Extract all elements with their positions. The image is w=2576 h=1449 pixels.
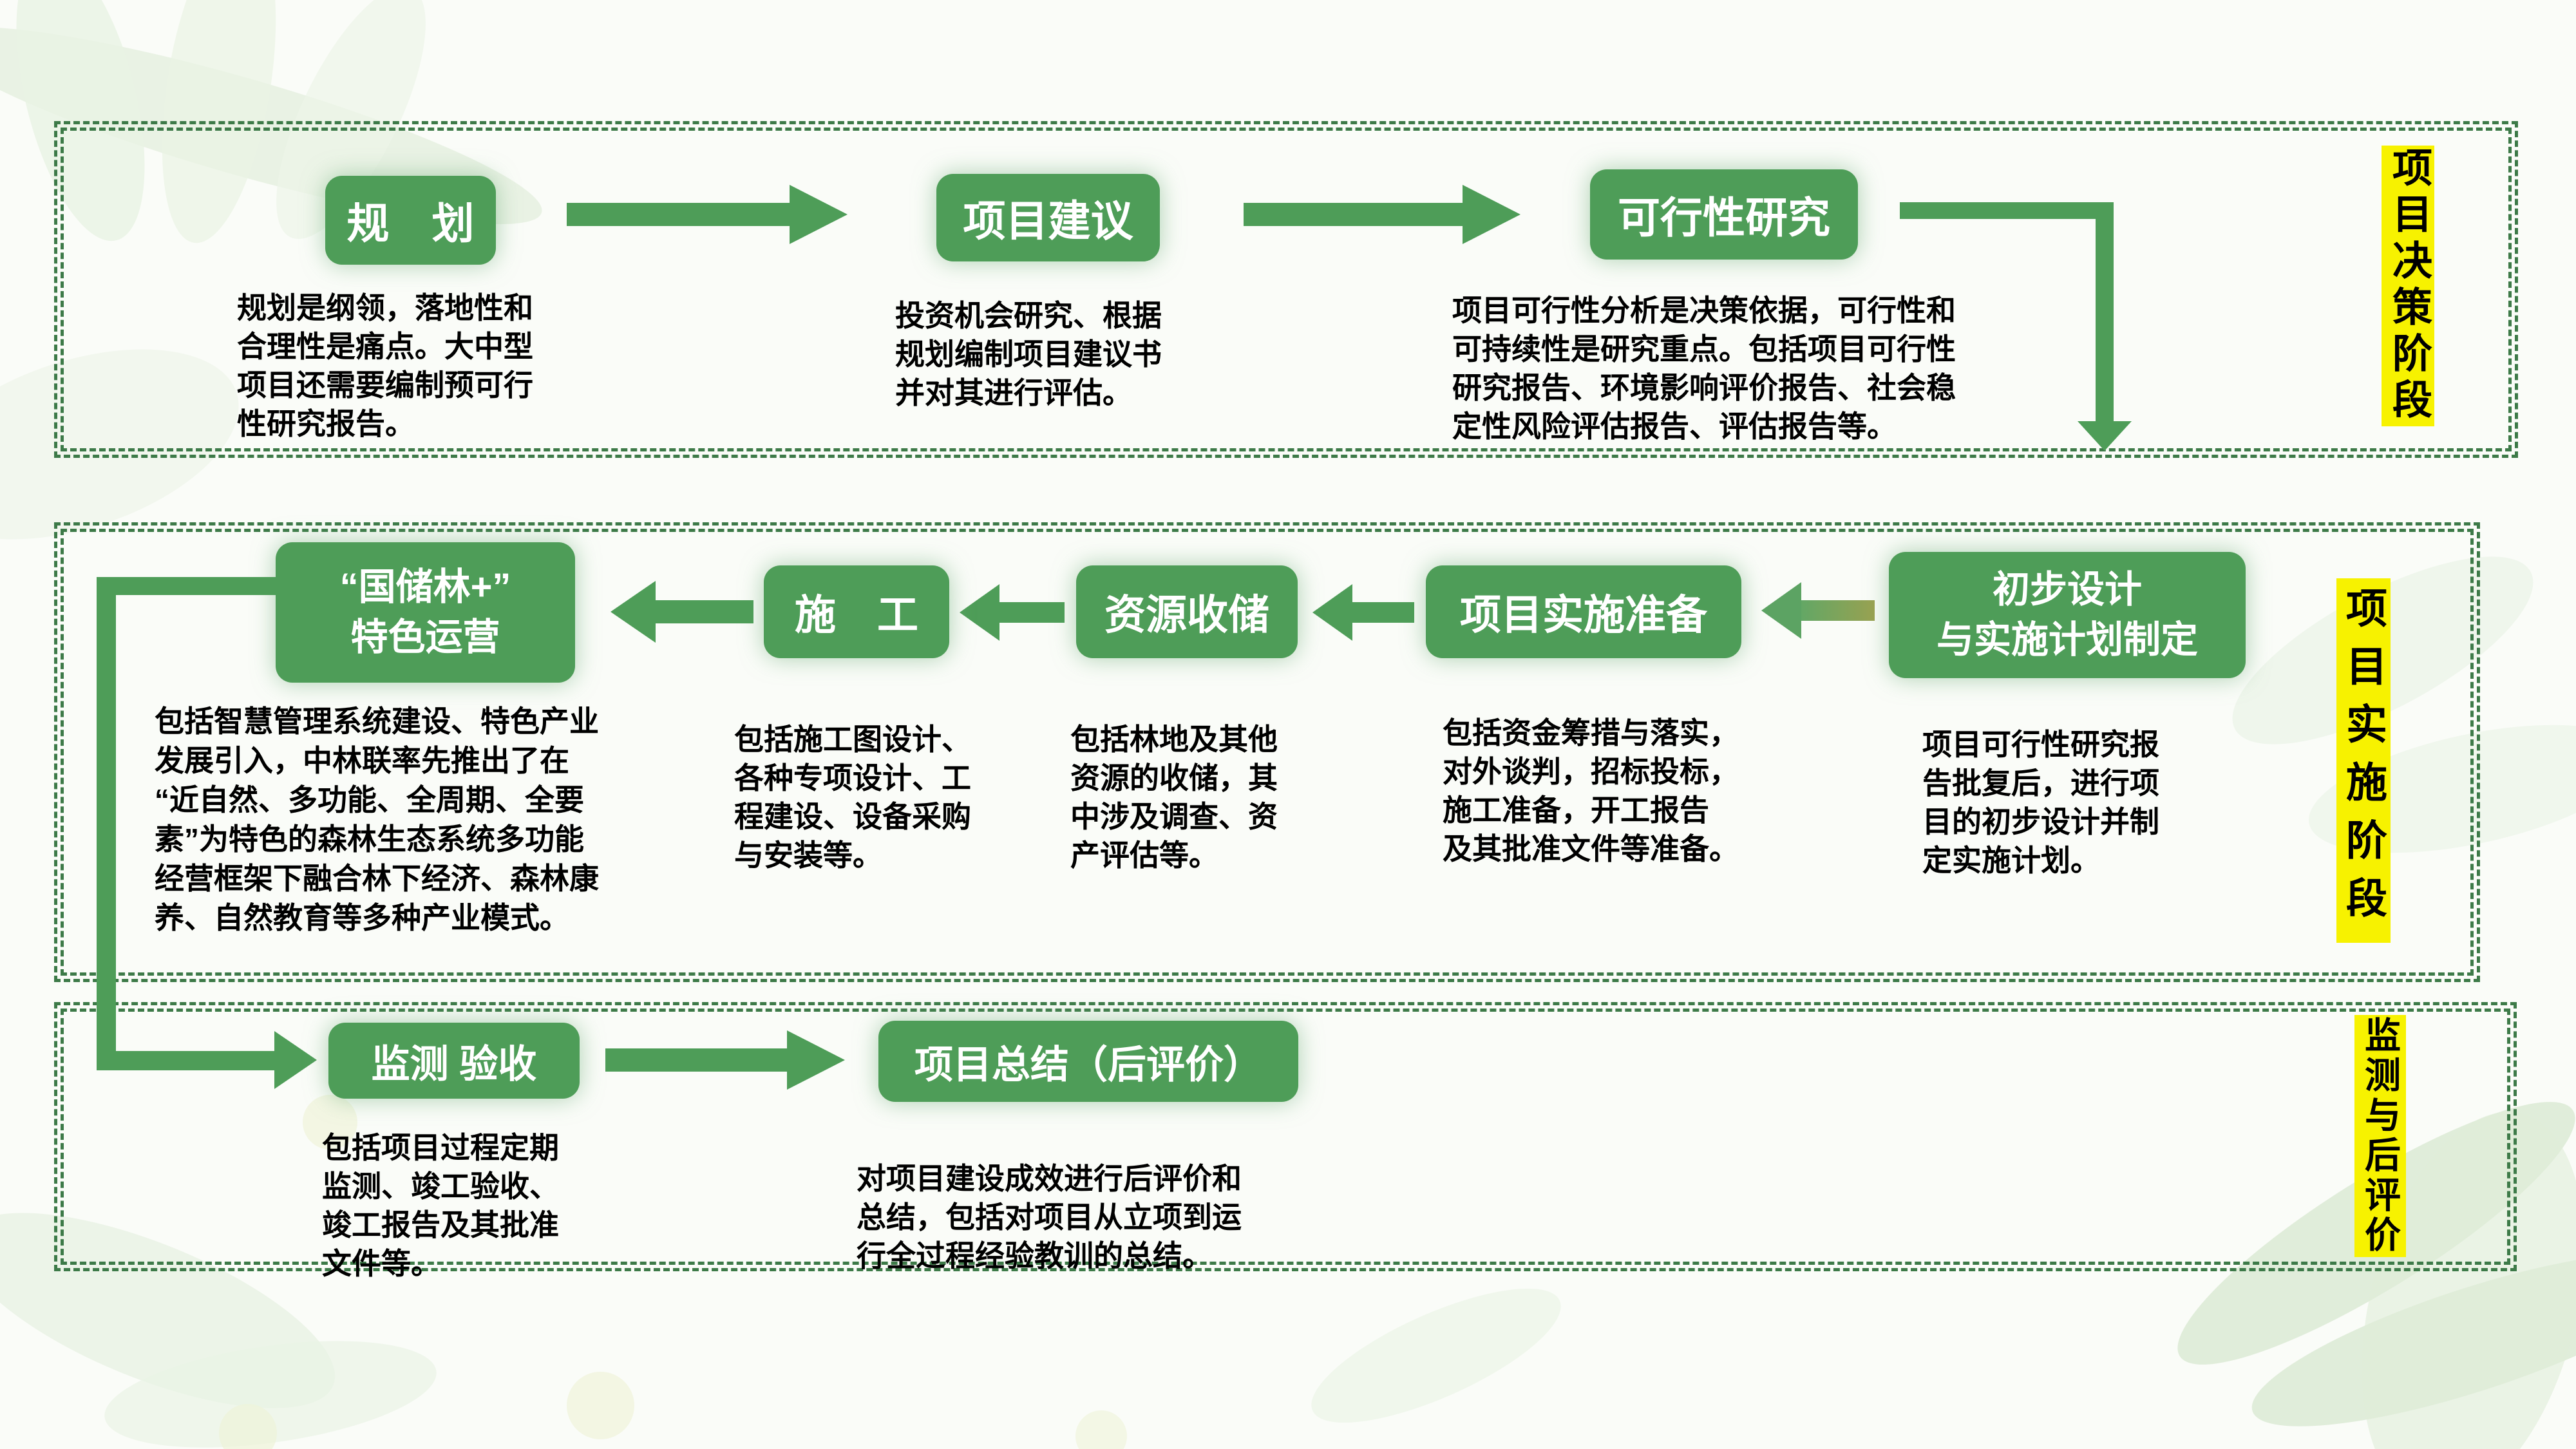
arrow-head — [1463, 185, 1520, 244]
desc-project-summary: 对项目建设成效进行后评价和 总结，包括对项目从立项到运 行全过程经验教训的总结。 — [857, 1162, 1242, 1273]
arrow-prep-to-storage — [1312, 584, 1414, 641]
step-box-project-proposal: 项目建议 — [936, 174, 1160, 261]
desc-preliminary-design: 项目可行性研究报 告批复后，进行项 目的初步设计并制 定实施计划。 — [1922, 728, 2159, 877]
arrow-shaft — [567, 203, 790, 226]
step-box-forest-operation: “国储林+” 特色运营 — [276, 542, 575, 683]
stage-label-monitoring: 监测与后评价 — [2354, 1015, 2406, 1257]
desc-project-proposal: 投资机会研究、根据 规划编制项目建议书 并对其进行评估。 — [895, 299, 1162, 410]
stage-label-implementation: 项目实施阶段 — [2336, 578, 2391, 943]
step-box-feasibility-study: 可行性研究 — [1590, 169, 1858, 260]
arrow-shaft — [1801, 600, 1875, 621]
arrow-head — [1761, 582, 1801, 639]
arrow-design-to-prep — [1761, 582, 1875, 639]
desc-implementation-prep: 包括资金筹措与落实， 对外谈判，招标投标， 施工准备，开工报告 及其批准文件等准… — [1443, 716, 1739, 866]
arrow-shaft — [1244, 203, 1463, 226]
stage-label-decision: 项目决策阶段 — [2382, 146, 2434, 426]
desc-construction: 包括施工图设计、 各种专项设计、工 程建设、设备采购 与安装等。 — [734, 723, 971, 872]
step-box-planning: 规 划 — [325, 176, 496, 265]
arrow-head — [2078, 421, 2132, 451]
arrow-head — [611, 581, 656, 643]
desc-monitoring-acceptance: 包括项目过程定期 监测、竣工验收、 竣工报告及其批准 文件等。 — [322, 1131, 559, 1280]
elbow-arrow-operation-to-monitoring — [97, 577, 277, 595]
arrow-head — [960, 584, 999, 641]
desc-planning: 规划是纲领，落地性和 合理性是痛点。大中型 项目还需要编制预可行 性研究报告。 — [237, 291, 533, 440]
section-decision-stage — [54, 121, 2518, 458]
leaf-decoration — [567, 1372, 634, 1439]
step-box-preliminary-design: 初步设计 与实施计划制定 — [1889, 552, 2246, 678]
arrow-construction-to-operation — [611, 581, 753, 643]
arrow-shaft — [999, 602, 1065, 623]
step-box-project-summary: 项目总结（后评价） — [878, 1021, 1298, 1102]
leaf-decoration — [1295, 1262, 1577, 1449]
leaf-decoration — [219, 1404, 277, 1449]
arrow-monitoring-to-summary — [605, 1030, 845, 1090]
arrow-shaft — [656, 600, 753, 623]
step-box-construction: 施 工 — [764, 565, 949, 658]
arrow-head — [787, 1030, 845, 1090]
elbow-arrow-operation-to-monitoring — [97, 577, 116, 1070]
elbow-arrow-operation-to-monitoring — [97, 1051, 276, 1070]
elbow-arrow-feasibility-down — [1900, 202, 2114, 219]
arrow-head — [790, 185, 848, 244]
section-implementation-stage — [54, 522, 2480, 982]
leaf-decoration — [98, 1323, 443, 1449]
arrow-planning-to-proposal — [567, 185, 848, 244]
arrow-proposal-to-feasibility — [1244, 185, 1520, 244]
step-box-resource-storage: 资源收储 — [1076, 565, 1298, 658]
arrow-head — [1312, 584, 1352, 641]
step-box-monitoring-acceptance: 监测 验收 — [328, 1023, 580, 1099]
step-box-implementation-prep: 项目实施准备 — [1426, 565, 1741, 658]
desc-forest-operation: 包括智慧管理系统建设、特色产业 发展引入，中林联率先推出了在 “近自然、多功能、… — [155, 705, 599, 934]
desc-feasibility-study: 项目可行性分析是决策依据，可行性和 可持续性是研究重点。包括项目可行性 研究报告… — [1452, 294, 1956, 443]
desc-resource-storage: 包括林地及其他 资源的收储，其 中涉及调查、资 产评估等。 — [1070, 723, 1278, 872]
elbow-arrow-feasibility-down — [2096, 202, 2114, 422]
section-monitoring-stage — [54, 1002, 2517, 1271]
arrow-shaft — [605, 1048, 787, 1072]
arrow-shaft — [1352, 602, 1414, 623]
leaf-decoration — [1075, 1410, 1127, 1449]
arrow-head — [274, 1031, 317, 1089]
arrow-storage-to-construction — [960, 584, 1065, 641]
